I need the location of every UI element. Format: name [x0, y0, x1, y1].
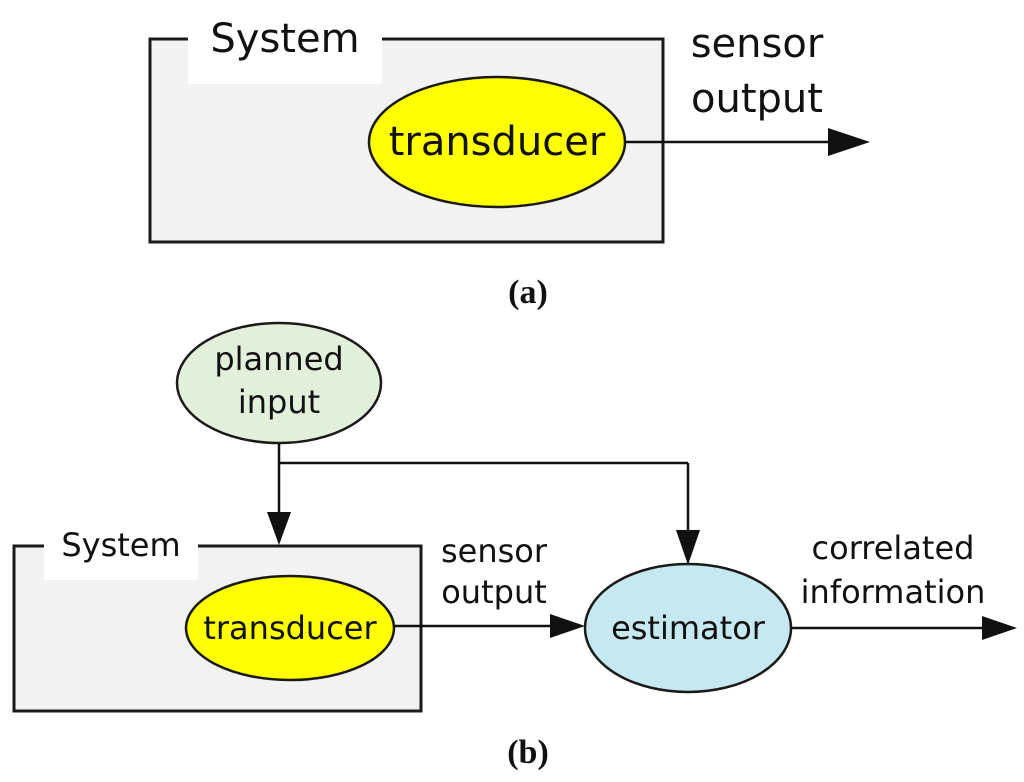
correlated-label: correlated: [812, 529, 975, 567]
caption-b: (b): [507, 734, 549, 771]
planned-input-label-line1: planned: [214, 340, 343, 378]
output-label-b: output: [441, 573, 547, 611]
output-label-a: output: [691, 76, 823, 122]
planned-input-arrow-head-system: [267, 512, 291, 545]
caption-a: (a): [508, 274, 548, 311]
system-label-bg-b: [44, 528, 198, 580]
system-label-a: System: [210, 16, 359, 62]
panel-a: System transducer sensor output (a): [148, 16, 870, 311]
panel-b: planned input System transducer sensor o…: [12, 321, 1017, 771]
transducer-label-a: transducer: [389, 119, 606, 165]
output-arrow-head-a: [828, 128, 870, 156]
sensor-output-arrow-head-b: [550, 614, 585, 638]
planned-input-arrow-head-estimator: [676, 530, 700, 565]
system-label-bg-a: [188, 20, 382, 84]
sensor-label-a: sensor: [691, 21, 824, 67]
system-label-b: System: [61, 526, 180, 564]
information-label: information: [801, 573, 986, 611]
estimator-label: estimator: [611, 609, 766, 647]
sensor-label-b: sensor: [441, 532, 548, 570]
result-arrow-head-b: [982, 616, 1017, 640]
transducer-b: [184, 574, 396, 682]
transducer-label-b: transducer: [203, 609, 377, 647]
planned-input-label-line2: input: [238, 383, 320, 421]
